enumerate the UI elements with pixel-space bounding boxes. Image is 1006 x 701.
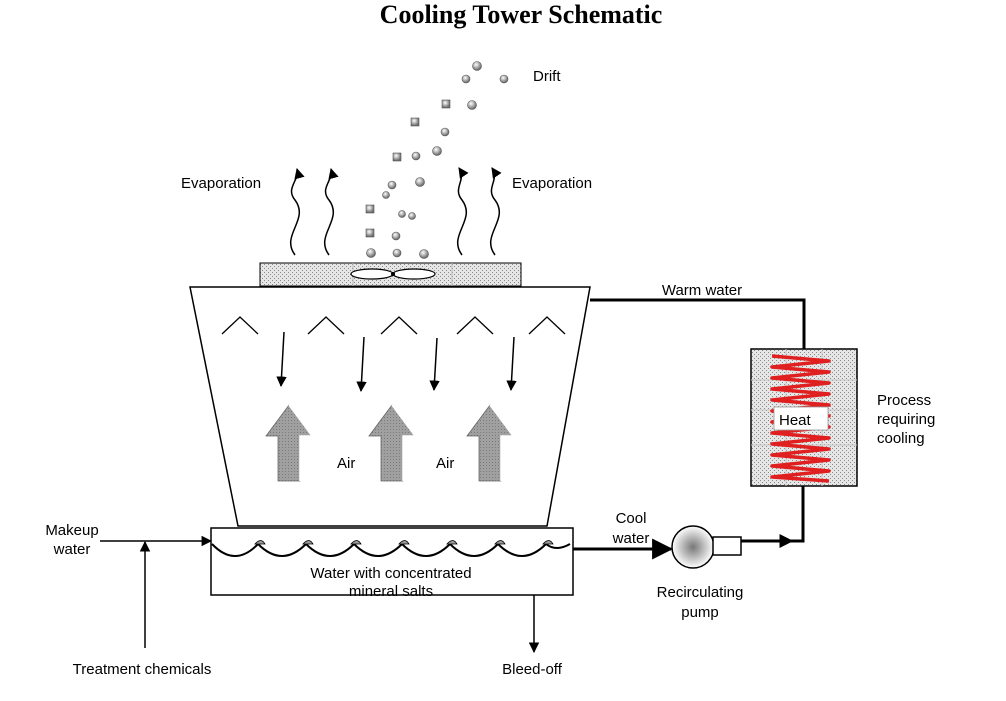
spray-nozzle-icon [380,316,418,335]
water-fall-arrow [429,337,440,392]
fan-icon [350,268,436,280]
evaporation-arrow [456,167,469,256]
water-fall-arrow [276,331,287,388]
return-pipe [741,486,805,543]
spray-distributors [221,316,566,335]
pump-label-line1: Recirculating [657,584,744,601]
air-label-right: Air [436,455,454,472]
drift-droplet [408,212,416,220]
drift-droplet [419,249,429,259]
makeup-label-line2: water [53,541,91,558]
air-arrow-icon [265,404,314,482]
drift-particle [392,152,402,162]
drift-droplet [432,146,442,156]
warm-water-label: Warm water [662,282,742,299]
drift-droplet [392,248,402,258]
evaporation-arrow [323,167,339,256]
spray-nozzle-icon [221,316,259,335]
process-label-line1: Process [877,392,931,409]
drift-droplet [382,191,390,199]
drift-droplet [411,151,421,161]
water-fall-arrow [506,336,517,392]
air-arrows [265,404,515,482]
warm-water-pipe [590,298,806,349]
bleed-off-label: Bleed-off [502,661,563,678]
drift-droplet [461,74,471,84]
evaporation-label-left: Evaporation [181,175,261,192]
basin-label-line2: mineral salts [349,583,433,600]
drift-droplet [472,61,482,71]
diagram-title: Cooling Tower Schematic [380,0,663,29]
cool-water-label-line1: Cool [616,510,647,527]
drift-droplet [387,180,397,190]
cool-water-label-line2: water [612,530,650,547]
drift-particle [441,99,451,109]
water-fall-arrow [356,336,367,393]
spray-nozzle-icon [307,316,345,335]
air-arrow-icon [368,404,417,482]
heat-label-box [773,406,829,431]
evaporation-label-right: Evaporation [512,175,592,192]
heat-label: Heat [779,412,812,429]
pump-label-line2: pump [681,604,719,621]
drift-label: Drift [533,68,561,85]
treatment-chemicals-label: Treatment chemicals [73,661,212,678]
drift-droplet [415,177,425,187]
evaporation-arrow [489,167,502,256]
drift-droplet [467,100,477,110]
water-fall-arrows [276,331,517,393]
basin-water-surface [211,540,571,557]
drift-droplet [398,210,406,218]
spray-nozzle-icon [528,316,566,335]
evaporation-arrow [289,167,305,256]
basin-label-line1: Water with concentrated [310,565,471,582]
recirculating-pump-icon [671,525,742,569]
drift-droplet [391,231,401,241]
air-label-left: Air [337,455,355,472]
drift-particle [410,117,420,127]
drift-particle [365,204,375,214]
process-label-line2: requiring [877,411,935,428]
tower-body [189,286,591,527]
fan-deck [259,262,522,287]
evaporation-arrows-left [289,167,339,256]
drift-droplet [499,74,509,84]
drift-droplet [440,127,450,137]
evaporation-arrows-right [456,167,502,256]
air-arrow-icon [466,404,515,482]
heat-exchanger: Heat [750,348,858,487]
makeup-label-line1: Makeup [45,522,98,539]
spray-nozzle-icon [456,316,494,335]
drift-droplet [366,248,376,258]
basin [210,527,574,596]
process-label-line3: cooling [877,430,925,447]
drift-particle [365,228,375,238]
drift-droplets [365,61,509,259]
